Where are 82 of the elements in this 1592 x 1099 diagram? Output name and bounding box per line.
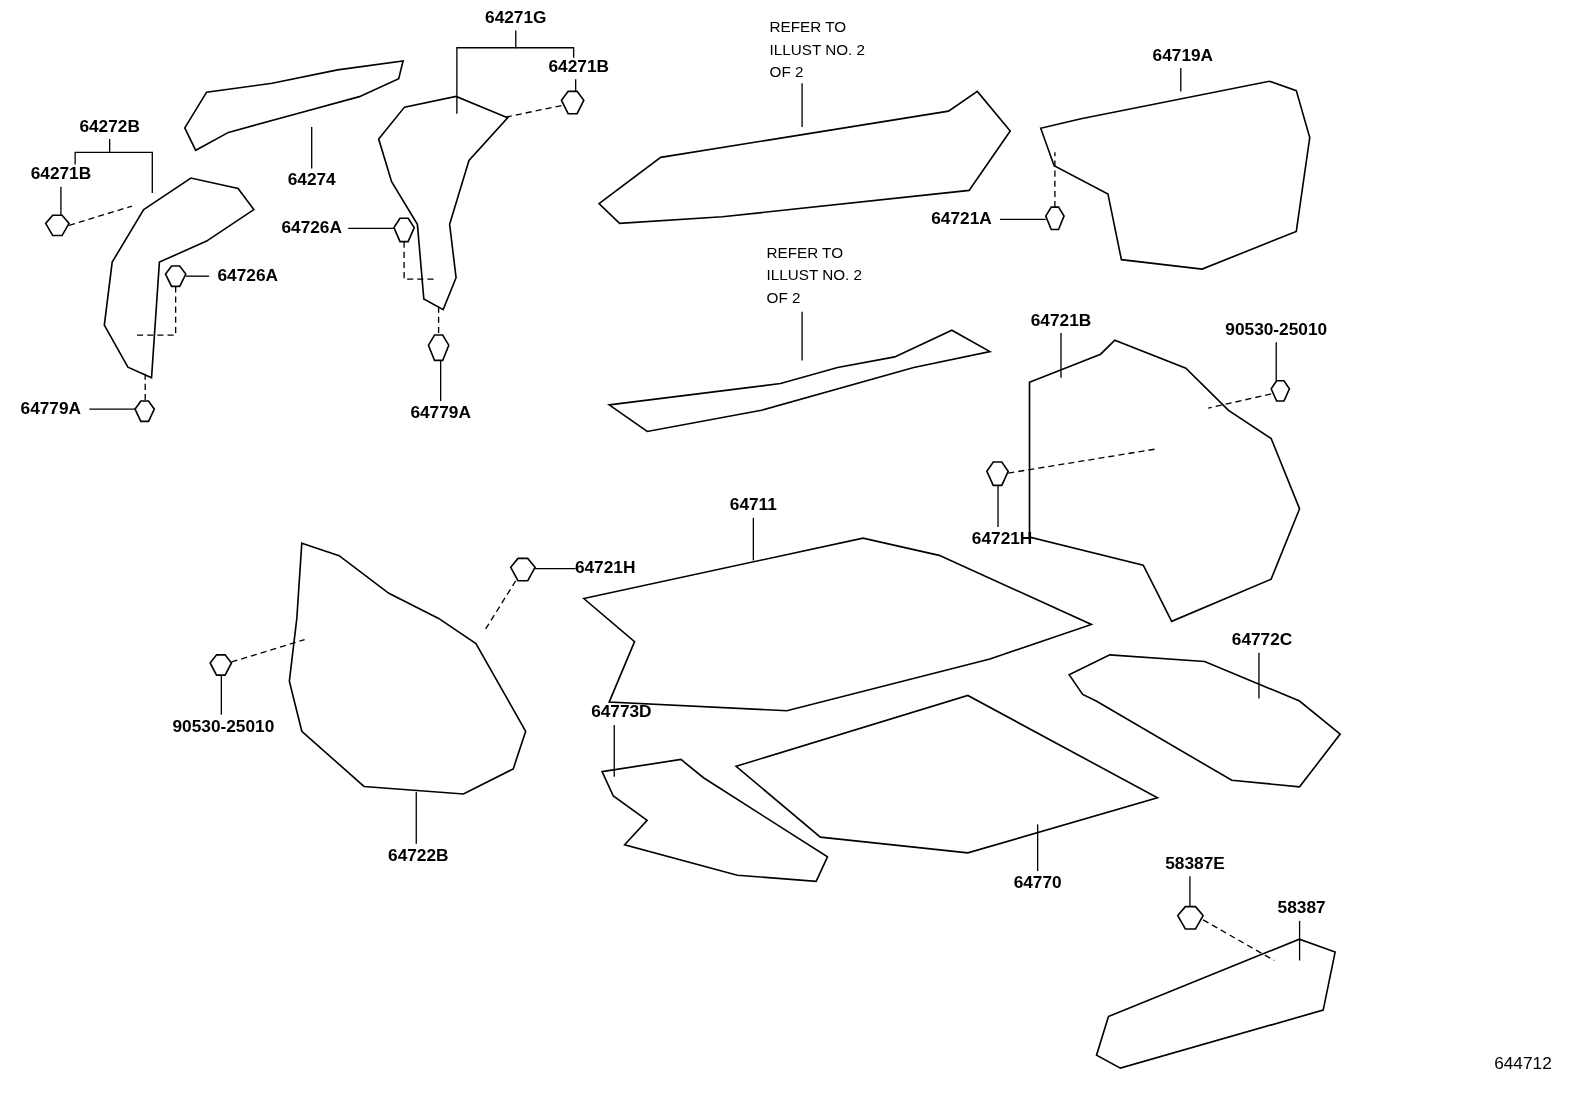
leader-line: [1189, 875, 1191, 908]
clip-drawing: [45, 215, 70, 236]
leader-line: [74, 151, 111, 166]
leader-line: [109, 138, 153, 194]
reference-note: REFER TO ILLUST NO. 2 OF 2: [769, 16, 882, 83]
leader-line: [575, 78, 577, 93]
lid-trim-drawing: [1040, 81, 1310, 270]
part-number: 64726A: [217, 266, 278, 286]
assembly-line: [230, 639, 306, 663]
leader-line: [515, 47, 575, 59]
trim-panel-drawing: [378, 96, 508, 310]
part-number: 64770: [1013, 873, 1062, 893]
clip-drawing: [135, 401, 155, 422]
part-number: 64721B: [1030, 311, 1092, 331]
part-number: 64711: [729, 496, 777, 516]
part-number: 64721H: [971, 529, 1033, 549]
part-number: 90530-25010: [172, 717, 275, 737]
part-number: 64726A: [281, 218, 342, 238]
part-number: 58387: [1277, 899, 1326, 919]
clip-drawing: [1045, 207, 1065, 230]
part-number: 64779A: [410, 403, 471, 423]
leader-line: [1037, 823, 1039, 872]
leader-line: [613, 724, 615, 778]
leader-line: [997, 484, 999, 528]
part-number: 64271G: [485, 8, 547, 28]
part-number: 58387E: [1165, 854, 1225, 874]
part-number: 64722B: [388, 846, 449, 866]
leader-line: [185, 275, 210, 277]
leader-line: [439, 359, 442, 402]
leader-line: [220, 674, 222, 716]
screw-drawing: [1177, 906, 1204, 929]
assembly-line: [1202, 919, 1275, 962]
leader-line: [60, 186, 62, 216]
part-number: 64773D: [591, 703, 652, 723]
leader-line: [752, 517, 754, 562]
leader-line: [801, 82, 803, 128]
part-number: 64772C: [1231, 631, 1293, 651]
trim-panel-drawing: [602, 759, 828, 882]
part-number: 90530-25010: [1225, 320, 1328, 340]
assembly-line: [1054, 151, 1056, 208]
leader-line: [88, 408, 136, 410]
pin-drawing: [165, 266, 186, 287]
package-tray-drawing: [599, 91, 1011, 224]
sill-plate-drawing: [1096, 939, 1336, 1069]
trim-panel-drawing: [1069, 654, 1341, 787]
leader-line: [1060, 332, 1062, 379]
part-number: 64272B: [79, 117, 140, 137]
leader-line: [311, 126, 313, 170]
leader-line: [534, 567, 577, 570]
assembly-line: [68, 205, 133, 227]
part-number: 64271B: [548, 57, 609, 77]
part-number: 64274: [287, 171, 336, 191]
leader-line: [801, 311, 803, 362]
leader-line: [1275, 341, 1277, 382]
assembly-line: [1207, 393, 1272, 409]
part-number: 64719A: [1152, 46, 1214, 66]
part-number: 64779A: [20, 399, 81, 419]
pin-drawing: [986, 461, 1009, 486]
leader-line: [1258, 652, 1260, 700]
leader-line: [456, 29, 517, 115]
leader-line: [1180, 67, 1182, 93]
assembly-line: [437, 305, 440, 336]
pin-drawing: [393, 218, 415, 242]
mat-drawing: [736, 695, 1158, 853]
assembly-line: [144, 372, 146, 402]
garnish-drawing: [184, 60, 404, 151]
clip-drawing: [561, 91, 584, 114]
clip-drawing: [210, 654, 232, 676]
reference-note: REFER TO ILLUST NO. 2 OF 2: [766, 241, 879, 308]
part-number: 64721H: [574, 559, 636, 579]
clip-drawing: [428, 335, 449, 361]
assembly-line: [403, 241, 436, 280]
leader-line: [999, 218, 1047, 220]
diagram-number: 644712: [1494, 1054, 1552, 1074]
leader-line: [415, 791, 417, 845]
clip-drawing: [1271, 380, 1290, 402]
part-number: 64271B: [30, 165, 92, 185]
part-number: 64721A: [931, 209, 992, 229]
pin-drawing: [510, 558, 536, 581]
leader-line: [1298, 920, 1301, 962]
assembly-line: [484, 580, 517, 631]
leader-line: [347, 227, 395, 230]
